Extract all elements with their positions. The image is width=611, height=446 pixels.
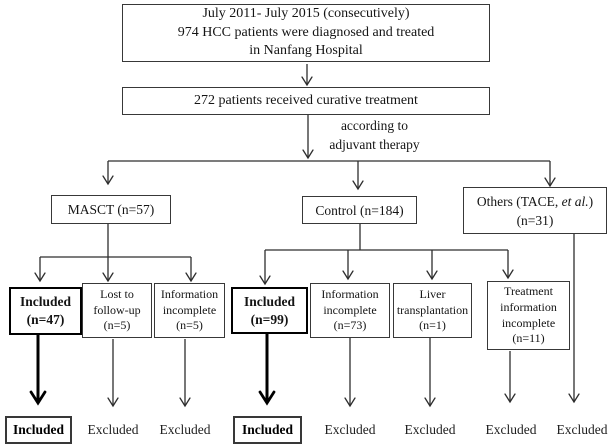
final-excluded-info-control-label: Excluded — [324, 422, 376, 437]
lost-followup-line-1: Lost to — [100, 286, 134, 301]
info-incomplete-masct-line-2: incomplete — [162, 302, 217, 317]
branch-annotation-line-1: according to — [340, 118, 409, 133]
treatment-info-line-2: information — [500, 299, 557, 314]
others-to-excluded-arrow — [568, 234, 580, 404]
info-incomplete-masct-line-1: Information — [160, 286, 219, 301]
others-arm-prefix: Others (TACE, — [476, 193, 562, 209]
lost-followup-line-2: follow-up — [93, 302, 141, 317]
treatment-info-line-3: incomplete — [501, 315, 556, 330]
included-masct-line-1: Included — [19, 294, 72, 309]
final-included-masct-label: Included — [12, 422, 65, 437]
liver-transplant-box: Liver transplantation (n=1) — [393, 283, 472, 338]
branch-to-arms — [102, 160, 556, 191]
final-excluded-others-label: Excluded — [556, 422, 608, 437]
final-excluded-lost-label: Excluded — [87, 422, 139, 437]
info-incomplete-control-line-3: (n=73) — [333, 318, 367, 333]
included-masct-box: Included (n=47) — [9, 287, 82, 335]
enrollment-box: July 2011- July 2015 (consecutively) 974… — [122, 4, 490, 62]
info-incomplete-masct-box: Information incomplete (n=5) — [154, 283, 225, 338]
others-arm-box: Others (TACE, et al.) (n=31) — [463, 187, 607, 234]
others-arm-line-1: Others (TACE, et al.) — [477, 192, 593, 211]
others-arm-etal: et al. — [561, 193, 589, 209]
outcome-to-final-arrows — [29, 333, 516, 408]
final-excluded-treatment-label: Excluded — [485, 422, 537, 437]
final-excluded-info-masct-label: Excluded — [159, 422, 211, 437]
treatment-info-box: Treatment information incomplete (n=11) — [487, 281, 570, 350]
included-control-line-1: Included — [243, 293, 296, 309]
final-included-control-box: Included — [233, 416, 302, 444]
treatment-info-line-1: Treatment — [504, 283, 553, 298]
masct-arm-label: MASCT (n=57) — [67, 202, 155, 217]
included-masct-line-2: (n=47) — [26, 312, 65, 327]
info-incomplete-control-box: Information incomplete (n=73) — [310, 283, 390, 338]
final-included-control-label: Included — [241, 422, 294, 437]
curative-treatment-text: 272 patients received curative treatment — [194, 92, 418, 108]
lost-followup-box: Lost to follow-up (n=5) — [82, 283, 152, 338]
info-incomplete-control-line-2: incomplete — [323, 302, 377, 317]
included-control-line-2: (n=99) — [250, 311, 289, 327]
enrollment-line-2: 974 HCC patients were diagnosed and trea… — [177, 24, 435, 40]
info-incomplete-control-line-1: Information — [321, 286, 379, 301]
enrollment-line-3: in Nanfang Hospital — [249, 43, 363, 59]
branch-annotation-line-2: adjuvant therapy — [329, 137, 420, 152]
liver-transplant-line-3: (n=1) — [419, 318, 446, 333]
included-control-box: Included (n=99) — [231, 287, 308, 334]
final-included-masct-box: Included — [5, 416, 72, 444]
final-excluded-liver-label: Excluded — [404, 422, 456, 437]
lost-followup-line-3: (n=5) — [103, 318, 131, 333]
liver-transplant-line-1: Liver — [419, 286, 446, 301]
arrow-top-to-curative — [301, 64, 313, 87]
others-arm-line-2: (n=31) — [516, 212, 554, 228]
enrollment-line-1: July 2011- July 2015 (consecutively) — [202, 6, 410, 22]
masct-arm-box: MASCT (n=57) — [51, 195, 171, 224]
curative-treatment-box: 272 patients received curative treatment — [122, 87, 490, 115]
others-arm-suffix: ) — [588, 193, 594, 209]
masct-to-outcomes — [34, 224, 197, 283]
branch-annotation: according to adjuvant therapy — [312, 116, 437, 154]
info-incomplete-masct-line-3: (n=5) — [176, 318, 203, 333]
control-arm-label: Control (n=184) — [315, 202, 404, 218]
control-arm-box: Control (n=184) — [302, 196, 417, 224]
liver-transplant-line-2: transplantation — [396, 302, 469, 317]
treatment-info-line-4: (n=11) — [512, 331, 545, 346]
